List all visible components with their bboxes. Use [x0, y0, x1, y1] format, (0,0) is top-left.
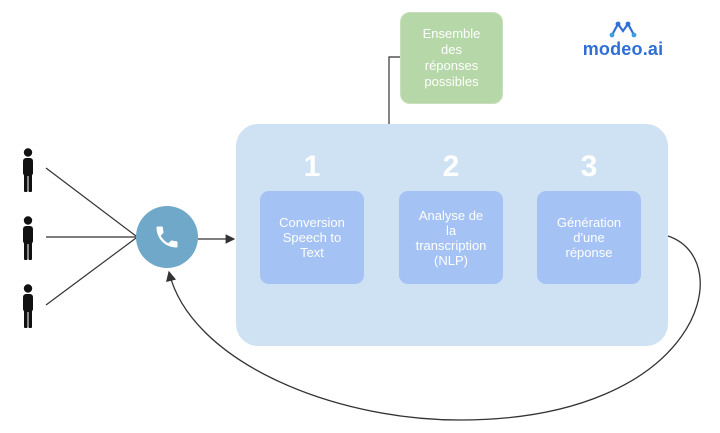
- possible-responses-box: Ensemble des réponses possibles: [400, 12, 503, 104]
- step-1-number: 1: [303, 150, 321, 183]
- person-icon: [23, 148, 33, 192]
- possible-responses-label: Ensemble des réponses possibles: [422, 26, 481, 89]
- modeo-logo: modeo.ai: [578, 20, 668, 62]
- step-1-box: Conversion Speech to Text: [260, 191, 364, 284]
- step-3-number: 3: [580, 150, 598, 183]
- phone-circle: [136, 206, 198, 268]
- step-3-box: Génération d'une réponse: [537, 191, 641, 284]
- phone-icon: [156, 226, 178, 248]
- caller-line-top: [45, 167, 137, 237]
- response-return-arrow: [166, 235, 701, 421]
- logo-mark-icon: [609, 21, 637, 38]
- step-1-label: Conversion Speech to Text: [279, 215, 345, 260]
- step-2-box: Analyse de la transcription (NLP): [399, 191, 503, 284]
- caller-line-bottom: [45, 237, 137, 306]
- person-icon: [23, 216, 33, 260]
- step-2-number: 2: [442, 150, 460, 183]
- step-3-label: Génération d'une réponse: [556, 215, 622, 260]
- step-2-label: Analyse de la transcription (NLP): [415, 207, 487, 268]
- brand-name: modeo.ai: [582, 39, 664, 59]
- person-icon: [23, 284, 33, 328]
